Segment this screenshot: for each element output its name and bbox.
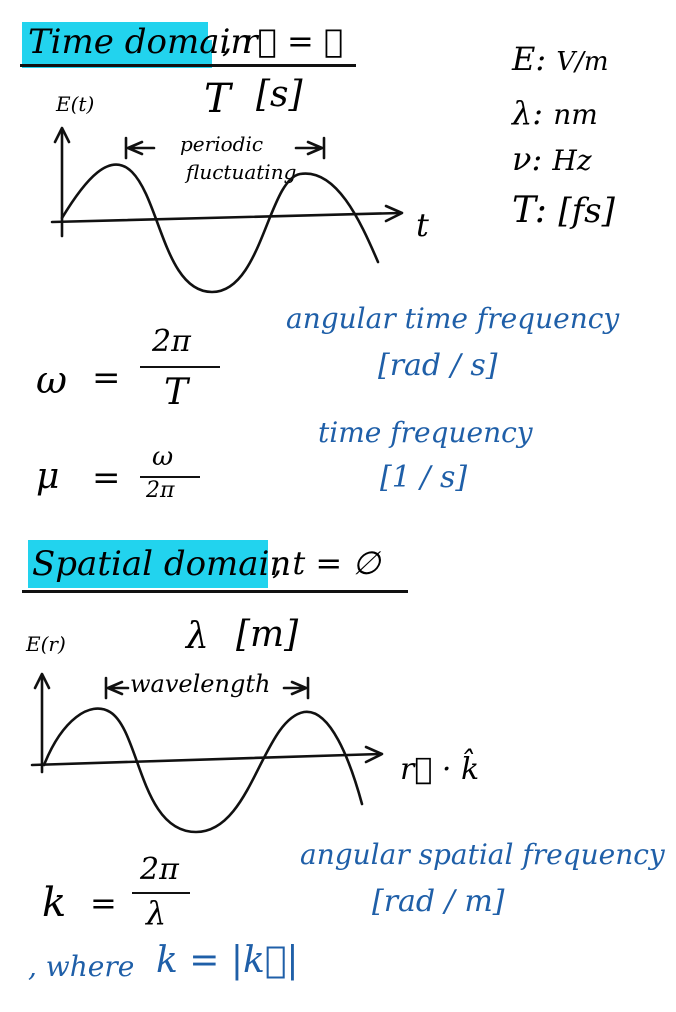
unit-e-symbol: E: xyxy=(512,40,547,78)
time-domain-condition: , r⃗ = ∅ xyxy=(222,22,344,60)
omega-label: angular time frequency xyxy=(286,302,620,335)
omega-unit: [rad / s] xyxy=(378,348,498,383)
unit-t: T: [fs] xyxy=(512,190,615,231)
mu-fraction-bar xyxy=(140,476,200,478)
mu-denominator: 2π xyxy=(146,478,175,503)
mu-unit: [1 / s] xyxy=(380,460,468,495)
k-denominator: λ xyxy=(146,894,167,932)
spatial-domain-condition: , t = ∅ xyxy=(272,544,381,582)
spatial-domain-heading: Spatial domain xyxy=(32,544,292,584)
period-note-line1: periodic xyxy=(180,132,264,156)
spatial-plot-ylabel: E(r) xyxy=(26,632,66,656)
time-plot xyxy=(50,126,404,294)
unit-t-symbol: T: xyxy=(512,190,547,231)
heading-highlight xyxy=(150,40,212,68)
unit-nu-value: Hz xyxy=(552,144,592,177)
k-where-equation: k = |k⃗| xyxy=(156,940,299,981)
unit-lambda-value: nm xyxy=(553,98,598,131)
unit-nu-symbol: ν: xyxy=(512,140,543,178)
mu-label: time frequency xyxy=(318,416,533,449)
period-symbol: T xyxy=(204,76,231,122)
k-equals: = xyxy=(90,884,117,922)
spatial-plot-y-arrow xyxy=(33,672,51,690)
time-plot-xlabel: t xyxy=(416,206,429,244)
unit-lambda: λ: nm xyxy=(512,94,598,132)
unit-e-value: V/m xyxy=(556,47,609,77)
spatial-plot-x-axis xyxy=(30,752,382,767)
heading-highlight xyxy=(28,540,268,588)
k-label: angular spatial frequency xyxy=(300,838,665,871)
mu-lhs: μ xyxy=(36,456,60,497)
wavelength-arrow-left xyxy=(106,680,130,696)
mu-equals: = xyxy=(92,458,121,498)
wavelength-note: wavelength xyxy=(130,670,271,698)
heading-underline xyxy=(22,590,408,593)
k-lhs: k xyxy=(42,880,67,926)
unit-t-value: [fs] xyxy=(558,191,615,231)
time-plot-y-arrow xyxy=(53,126,71,144)
time-domain-heading: Time domain xyxy=(28,22,253,62)
wavelength-arrow-right xyxy=(282,680,308,696)
unit-lambda-symbol: λ: xyxy=(512,94,544,132)
time-plot-x-arrow xyxy=(384,204,404,223)
wavelength-unit: [m] xyxy=(236,614,299,655)
omega-fraction-bar xyxy=(140,366,220,368)
period-unit: [s] xyxy=(256,74,303,115)
k-fraction-bar xyxy=(132,892,190,894)
spatial-plot-wave xyxy=(42,707,364,834)
k-numerator: 2π xyxy=(140,852,179,887)
spatial-plot-x-arrow xyxy=(364,745,384,764)
omega-numerator: 2π xyxy=(152,324,191,359)
time-plot-wave xyxy=(60,163,380,294)
period-arrow-right xyxy=(294,140,324,156)
mu-numerator: ω xyxy=(152,442,174,472)
k-where-prefix: , where xyxy=(28,950,135,983)
spatial-plot xyxy=(30,672,384,834)
omega-equals: = xyxy=(92,358,121,398)
period-arrow-left xyxy=(126,140,156,156)
omega-lhs: ω xyxy=(36,358,67,402)
heading-underline xyxy=(20,64,356,67)
unit-nu: ν: Hz xyxy=(512,140,592,178)
period-note-line2: fluctuating xyxy=(186,160,297,184)
time-plot-x-axis xyxy=(50,211,402,224)
k-unit: [rad / m] xyxy=(372,884,505,919)
unit-e: E: V/m xyxy=(512,40,609,78)
spatial-plot-xlabel: r⃗ · k̂ xyxy=(400,752,480,787)
time-plot-ylabel: E(t) xyxy=(56,92,95,116)
omega-denominator: T xyxy=(164,372,189,413)
wavelength-symbol: λ xyxy=(186,616,209,657)
